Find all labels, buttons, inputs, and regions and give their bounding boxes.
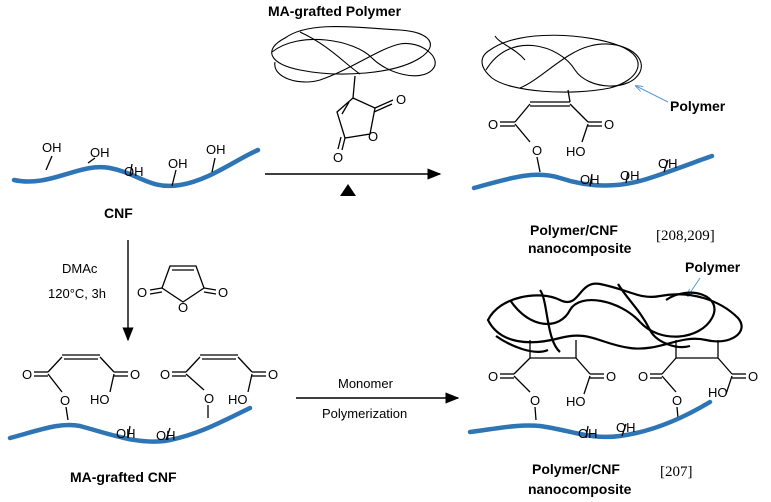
ho-label: HO [566, 394, 586, 409]
ho-label: HO [708, 385, 728, 400]
polymer-cnf-label-1: Polymer/CNF [530, 222, 618, 238]
heat-triangle-icon [340, 184, 356, 196]
oh-label: OH [658, 156, 678, 171]
grafted-linker-right-2: O O O HO [638, 340, 758, 419]
maleic-anhydride: O O O [137, 265, 228, 315]
oh-label: OH [42, 140, 62, 155]
polymer-coil-top [271, 25, 436, 83]
oh-label: OH [168, 156, 188, 171]
oh-label: OH [580, 172, 600, 187]
polymer-cnf-label-2: Polymer/CNF [532, 461, 620, 477]
o-label: O [160, 367, 170, 382]
o-label: O [130, 367, 140, 382]
oh-label: OH [578, 426, 598, 441]
o-label: O [22, 367, 32, 382]
oh-label: OH [124, 164, 144, 179]
o-label: O [396, 92, 406, 107]
ho-label: HO [90, 392, 110, 407]
o-label: O [530, 393, 540, 408]
cnf-label: CNF [104, 205, 133, 221]
polymer-coil-top-right [481, 34, 642, 93]
oh-label: OH [90, 145, 110, 160]
o-label: O [60, 393, 70, 408]
conditions-label: 120°C, 3h [48, 286, 106, 301]
oh-label: OH [116, 426, 136, 441]
ma-grafted-cnf-label: MA-grafted CNF [70, 469, 177, 485]
oh-label: OH [156, 428, 176, 443]
ma-grafted-polymer-label: MA-grafted Polymer [268, 3, 402, 19]
cnf-chain-bottom-right: OH OH [467, 399, 713, 441]
oh-label: OH [616, 420, 636, 435]
o-label: O [204, 391, 214, 406]
ho-label: HO [566, 144, 586, 159]
cnf-chain-bottom-left: OH OH [7, 405, 253, 444]
dmac-label: DMAc [62, 261, 98, 276]
o-label: O [137, 285, 147, 300]
o-label: O [604, 117, 614, 132]
oh-label: OH [620, 168, 640, 183]
o-label: O [748, 369, 758, 384]
o-label: O [218, 285, 228, 300]
cnf-chain-start: OH OH OH OH OH [11, 140, 261, 189]
o-label: O [532, 143, 542, 158]
nanocomposite-label-1: nanocomposite [528, 240, 632, 256]
polymer-pointer [636, 86, 669, 103]
polymer-coil-bottom-right [486, 282, 743, 353]
grafted-linker-top: O O O HO [488, 89, 614, 173]
o-label: O [333, 150, 343, 165]
grafted-linker-right-1: O O O HO [488, 340, 616, 421]
ho-label: HO [228, 392, 248, 407]
o-label: O [178, 300, 188, 315]
grafted-linker-left-2: O O O HO [160, 354, 278, 418]
reference-2: [207] [660, 464, 693, 480]
grafted-linker-left-1: O O O HO [22, 354, 140, 421]
o-label: O [638, 369, 648, 384]
polymerization-label: Polymerization [322, 406, 407, 421]
o-label: O [488, 117, 498, 132]
maleic-anhydride-grafted: O O O [333, 75, 406, 165]
reference-1: [208,209] [656, 228, 715, 244]
o-label: O [488, 369, 498, 384]
o-label: O [368, 129, 378, 144]
polymer-label: Polymer [670, 98, 726, 114]
nanocomposite-label-2: nanocomposite [528, 481, 632, 497]
monomer-label: Monomer [338, 376, 394, 391]
cnf-chain-top-right: OH OH OH [471, 153, 715, 191]
o-label: O [606, 369, 616, 384]
polymer-label-2: Polymer [685, 259, 741, 275]
o-label: O [268, 367, 278, 382]
o-label: O [672, 393, 682, 408]
oh-label: OH [206, 142, 226, 157]
